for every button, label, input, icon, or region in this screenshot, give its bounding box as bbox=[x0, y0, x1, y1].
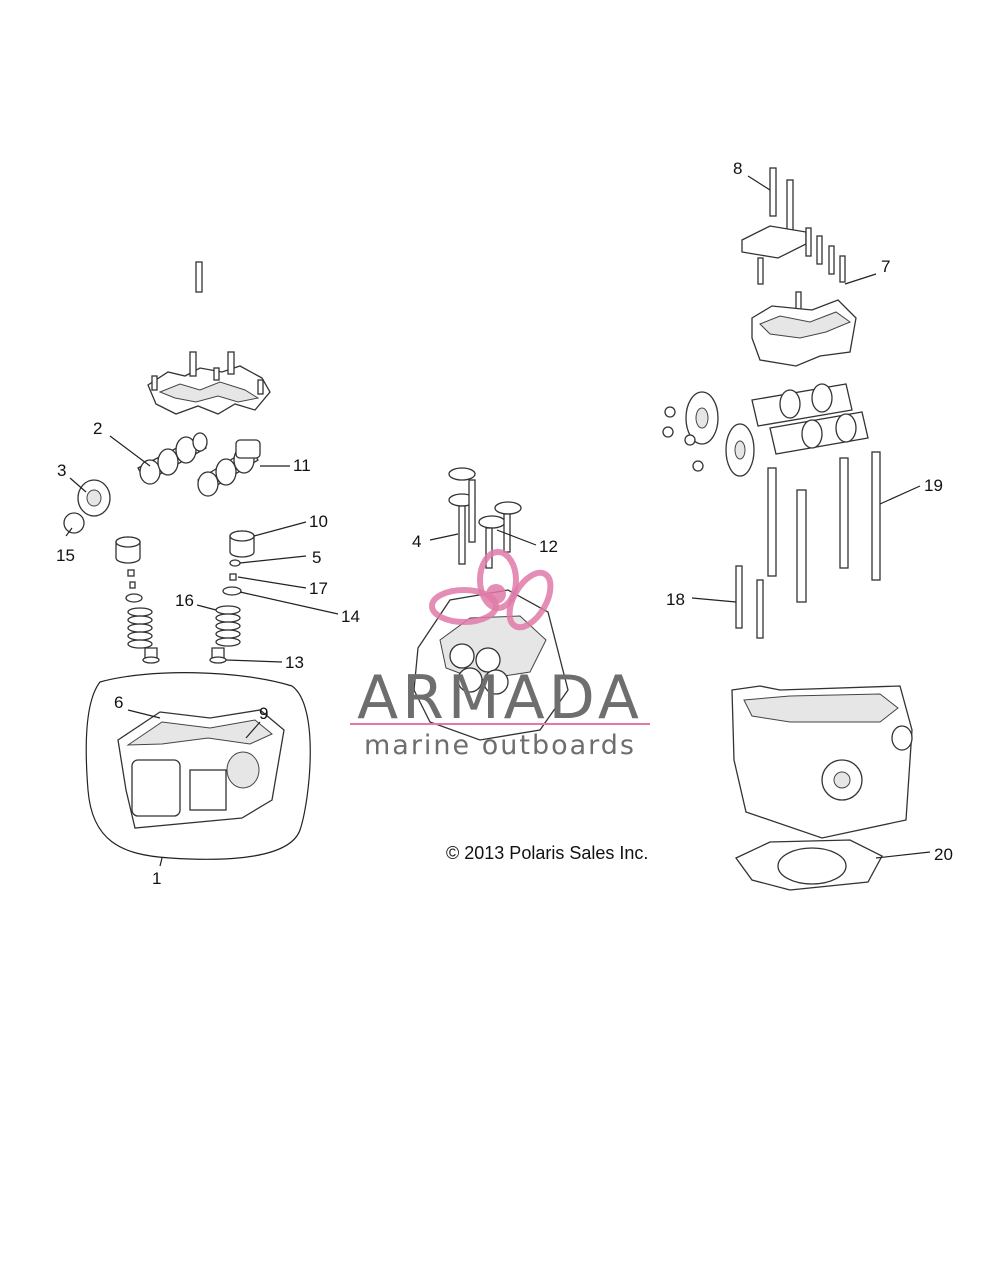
cylinder-head-1 bbox=[85, 672, 311, 860]
callout-12: 12 bbox=[539, 537, 558, 556]
sprocket-3 bbox=[77, 479, 111, 517]
callout-5: 5 bbox=[312, 548, 321, 567]
callout-18: 18 bbox=[666, 590, 685, 609]
callout-19: 19 bbox=[924, 476, 943, 495]
camshaft-2 bbox=[137, 432, 208, 485]
camshaft-11 bbox=[197, 439, 261, 497]
callout-9: 9 bbox=[259, 704, 268, 723]
tappet-10 bbox=[229, 530, 255, 558]
watermark-tagline: marine outboards bbox=[364, 730, 636, 761]
callout-16: 16 bbox=[175, 591, 194, 610]
callout-14: 14 bbox=[341, 607, 360, 626]
callout-labels: 1 2 3 4 5 6 7 8 9 10 11 12 13 14 15 16 1… bbox=[56, 159, 953, 888]
callout-8: 8 bbox=[733, 159, 742, 178]
bolts-8 bbox=[741, 167, 807, 259]
callout-3: 3 bbox=[57, 461, 66, 480]
callout-1: 1 bbox=[152, 869, 161, 888]
leader-lines bbox=[65, 175, 931, 867]
valve-seal-left bbox=[142, 647, 160, 664]
callout-2: 2 bbox=[93, 419, 102, 438]
copyright-text: © 2013 Polaris Sales Inc. bbox=[446, 843, 648, 863]
cam-carrier-left bbox=[147, 261, 271, 415]
cylinder-head-underside bbox=[413, 589, 569, 741]
callout-11: 11 bbox=[293, 456, 311, 475]
callout-6: 6 bbox=[114, 693, 123, 712]
camshafts-and-gears bbox=[662, 383, 869, 477]
callout-17: 17 bbox=[309, 579, 328, 598]
watermark: ARMADA marine outboards bbox=[350, 549, 650, 761]
valve-keepers-left bbox=[125, 569, 143, 603]
ring-15 bbox=[63, 512, 85, 534]
callout-10: 10 bbox=[309, 512, 328, 531]
valve-seal-13 bbox=[209, 647, 227, 664]
head-gasket-20 bbox=[735, 839, 883, 891]
valve-spring-left bbox=[127, 607, 153, 649]
cylinder-head-right bbox=[731, 685, 913, 839]
valve-spring-16 bbox=[215, 605, 241, 647]
head-bolts-18-19 bbox=[735, 451, 881, 639]
valves-4-12 bbox=[448, 467, 522, 569]
tappet-left bbox=[115, 536, 141, 564]
callout-4: 4 bbox=[412, 532, 421, 551]
cam-carrier-7 bbox=[751, 227, 857, 367]
callout-15: 15 bbox=[56, 546, 75, 565]
watermark-brand: ARMADA bbox=[357, 663, 643, 733]
propeller-logo bbox=[429, 549, 554, 631]
callout-20: 20 bbox=[934, 845, 953, 864]
callout-7: 7 bbox=[881, 257, 890, 276]
callout-13: 13 bbox=[285, 653, 304, 672]
